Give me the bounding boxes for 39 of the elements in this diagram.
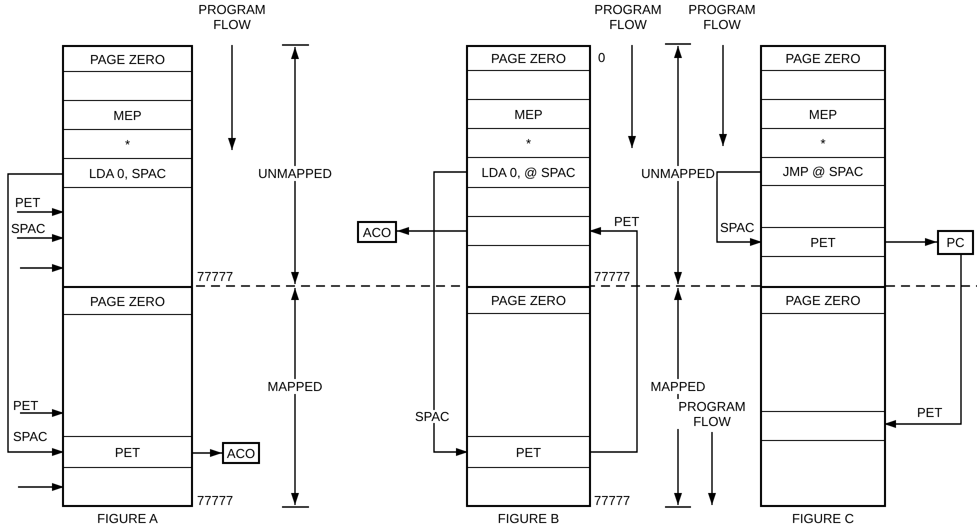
edge-label: PET <box>613 215 640 228</box>
connector-arrow <box>884 255 962 428</box>
figure-caption: FIGURE C <box>792 511 854 526</box>
text-label: 77777 <box>196 493 234 508</box>
connector-arrow <box>17 208 64 216</box>
register-box: ACO <box>222 442 260 464</box>
register-box: PC <box>937 230 974 255</box>
edge-label: SPAC <box>10 222 46 235</box>
connector-arrow <box>589 227 638 453</box>
text-label: 77777 <box>593 269 632 284</box>
edge-label: SPAC <box>414 410 450 423</box>
text-label: 77777 <box>593 493 632 508</box>
edge-label: SPAC <box>719 221 756 234</box>
connector-arrow <box>397 227 468 235</box>
text-label: 77777 <box>196 269 234 284</box>
figure-caption: FIGURE A <box>97 511 158 526</box>
connector-arrow <box>191 449 222 457</box>
figure-caption: FIGURE B <box>498 511 560 526</box>
edge-label: PET <box>14 196 42 209</box>
text-label: UNMAPPED <box>640 166 716 181</box>
connector-arrow <box>7 173 64 456</box>
memory-map-column <box>466 45 591 507</box>
memory-map-column <box>62 45 193 507</box>
memory-map-column <box>760 45 886 507</box>
text-label: 0 <box>597 50 606 65</box>
edge-label: SPAC <box>12 430 48 443</box>
text-label: MAPPED <box>650 379 706 394</box>
text-label: MAPPED <box>266 379 324 394</box>
connector-arrow <box>433 171 468 456</box>
connector-arrow <box>18 483 64 491</box>
edge-label: PET <box>12 399 40 412</box>
connector-arrow <box>20 264 64 272</box>
register-box: ACO <box>357 221 397 243</box>
text-label: UNMAPPED <box>257 166 333 181</box>
connector-arrow <box>716 171 762 246</box>
edge-label: PET <box>916 406 944 419</box>
connector-arrow <box>17 234 64 242</box>
connector-arrow <box>20 409 64 417</box>
connector-arrow <box>884 238 937 246</box>
